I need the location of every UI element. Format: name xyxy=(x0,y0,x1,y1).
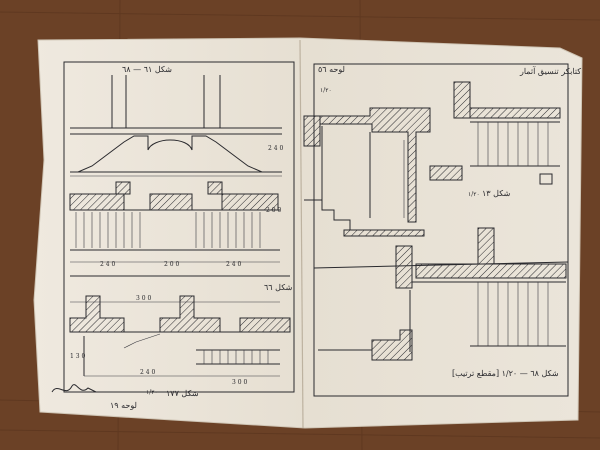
header-left-text: شكل ٦١ — ٦٨ xyxy=(122,65,172,74)
side-dim-2: 2 0 0 xyxy=(266,207,281,214)
center-fold xyxy=(299,39,304,429)
top-right-scale: ١/٢٠ xyxy=(320,87,332,94)
left-elevation-drawing: 2 4 0 xyxy=(70,75,283,177)
left-bottom-label: شكل ١٧٧ xyxy=(166,389,199,398)
right-drawing-frame xyxy=(313,63,569,397)
side-dim-3: 1 3 0 xyxy=(70,353,85,360)
dim-upper-1: 2 4 0 xyxy=(100,261,115,268)
left-lower-section: 3 0 0 1 3 0 2 4 0 3 0 0 xyxy=(69,295,291,386)
dim-upper-3: 2 4 0 xyxy=(226,261,241,268)
header-right-text: كتابكر تنسيق آثمار xyxy=(519,66,581,76)
dim-lower-1: 3 0 0 xyxy=(136,295,151,302)
left-figure-label: شكل ٦٦ xyxy=(264,283,293,292)
right-top-pier-section: ١/٢٠ xyxy=(303,87,431,237)
right-top-label: شكل ١٣ xyxy=(482,189,511,198)
footer-label: لوحه ١٩ xyxy=(110,401,137,410)
right-top-scale: ١/٢٠ xyxy=(468,191,480,198)
dim-lower-3: 3 0 0 xyxy=(232,379,247,386)
right-top-stair-drawing: شكل ١٣ ١/٢٠ xyxy=(429,81,561,198)
header-center-text: لوحه ٥٦ xyxy=(318,65,345,74)
dim-upper-2: 2 0 0 xyxy=(164,261,179,268)
left-bottom-scale: ١/٢٠ xyxy=(146,389,158,396)
dim-lower-2: 2 4 0 xyxy=(140,369,155,376)
left-section-plan: 2 4 0 2 0 0 2 4 0 2 0 0 xyxy=(69,181,281,268)
left-drawing-frame xyxy=(63,61,295,393)
signature-mark xyxy=(51,384,97,393)
side-dim-1: 2 4 0 xyxy=(268,145,283,152)
right-bottom-section: شكل ٦٨ — ١/٢٠ [مقطع ترتيب] xyxy=(318,227,567,378)
right-bottom-label: شكل ٦٨ — ١/٢٠ [مقطع ترتيب] xyxy=(452,369,559,378)
